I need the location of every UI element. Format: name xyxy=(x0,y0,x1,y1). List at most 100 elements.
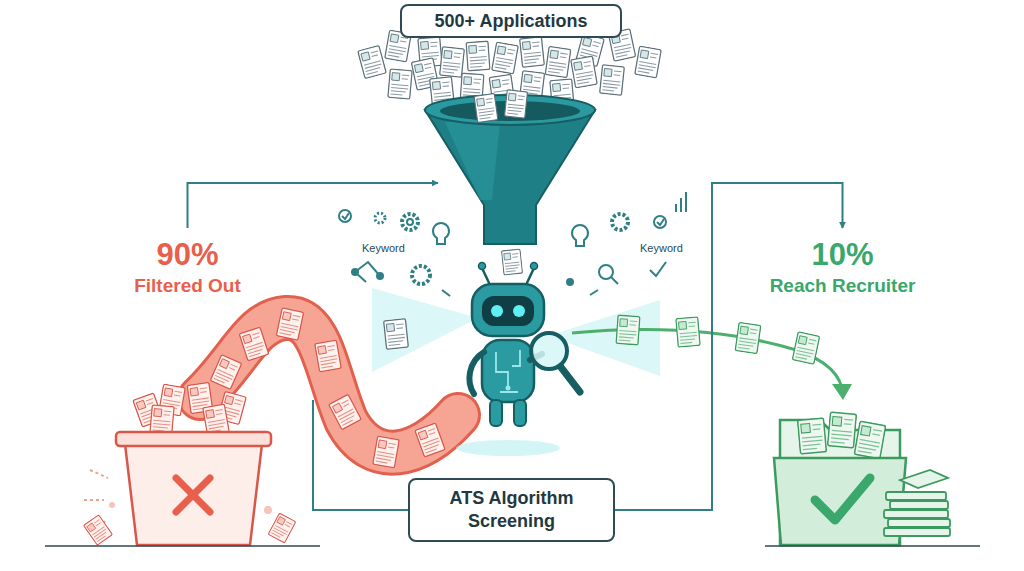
document-icon xyxy=(474,94,498,123)
leader-line xyxy=(313,400,408,510)
process-box: ATS Algorithm Screening xyxy=(408,478,615,542)
scan-beam xyxy=(372,288,478,372)
robot-glow xyxy=(456,440,560,456)
robot-circuit xyxy=(496,350,520,392)
document-icon xyxy=(502,249,523,275)
document-icon xyxy=(440,47,465,77)
gear-icon xyxy=(375,213,385,223)
network-dot xyxy=(352,269,358,275)
robot-leg xyxy=(514,400,526,426)
gear-hub xyxy=(407,219,413,225)
bin-rim xyxy=(116,432,271,446)
rejected-document xyxy=(84,515,113,545)
rejected-document xyxy=(150,405,174,435)
document-icon xyxy=(545,46,571,77)
reject-cross xyxy=(176,478,210,512)
paper-scrap xyxy=(264,506,272,514)
rejected-document xyxy=(268,513,296,543)
keyword-tag: Keyword xyxy=(640,242,683,254)
search-handle xyxy=(611,277,618,284)
stacked-paper xyxy=(890,501,948,509)
loose-paper xyxy=(900,470,948,488)
paper-stack xyxy=(884,470,950,536)
funnel xyxy=(425,90,595,275)
scan-beam xyxy=(548,300,660,376)
outcome-node: 90%Filtered Out xyxy=(110,228,265,548)
paper-scrap xyxy=(109,502,115,508)
document-icon xyxy=(635,46,661,78)
document-icon xyxy=(358,46,386,79)
accept-check xyxy=(815,478,870,520)
rejected-document xyxy=(315,340,341,372)
trash-bin xyxy=(45,382,320,546)
check-mark xyxy=(657,219,664,225)
accepted-arrowhead xyxy=(832,384,852,400)
rejected-document xyxy=(210,355,241,390)
stacked-paper xyxy=(884,510,948,518)
accepted-document xyxy=(735,322,761,353)
ground-line xyxy=(45,545,320,547)
rejected-document xyxy=(276,308,303,340)
document-icon xyxy=(388,69,412,99)
document-icon xyxy=(504,90,527,118)
document-icon xyxy=(492,42,518,74)
robot-leg xyxy=(490,400,502,426)
spark-line xyxy=(442,290,450,296)
document-icon xyxy=(571,56,597,88)
gear-icon xyxy=(612,214,628,230)
stacked-paper xyxy=(888,519,950,527)
accepted-document xyxy=(854,421,885,459)
flow-arrow xyxy=(615,183,843,510)
lightbulb-icon xyxy=(572,225,588,246)
robot-arm xyxy=(469,352,484,394)
percent-heading: 10% xyxy=(755,238,930,272)
accepted-line xyxy=(572,330,842,388)
gear-icon xyxy=(402,214,418,230)
lightbulb-icon xyxy=(433,223,449,244)
check-mark xyxy=(342,213,349,219)
check-icon xyxy=(339,210,351,222)
input-label: 500+ Applications xyxy=(400,4,622,38)
rejected-document xyxy=(239,327,269,361)
rejected-document xyxy=(415,423,445,457)
network-dot xyxy=(567,279,573,285)
ats-robot xyxy=(456,263,580,457)
outcome-label: Filtered Out xyxy=(110,274,265,298)
accepted-document xyxy=(616,315,640,345)
robot-eye xyxy=(491,305,503,317)
magnifier-lens xyxy=(531,333,567,369)
percent-heading: 90% xyxy=(110,238,265,272)
ground-line xyxy=(765,545,980,547)
spark-line xyxy=(590,290,598,295)
accepted-folder xyxy=(765,412,980,546)
document-icon xyxy=(466,41,490,71)
tech-icons xyxy=(339,192,686,296)
chart-icon xyxy=(676,192,686,212)
robot-face xyxy=(482,296,534,326)
robot-body xyxy=(482,340,534,402)
accepted-document xyxy=(798,418,827,454)
flow-arrow xyxy=(188,183,439,228)
accepted-flow xyxy=(572,315,852,400)
box-label: ATS Algorithm Screening xyxy=(432,487,591,533)
outcome-label: Reach Recruiter xyxy=(755,274,930,298)
document-icon xyxy=(384,319,409,349)
accepted-document xyxy=(676,317,700,347)
bin-body xyxy=(125,444,262,545)
antenna-tip xyxy=(531,263,538,270)
funnel-node: 500+ Applications xyxy=(438,2,588,242)
stacked-paper xyxy=(886,492,946,500)
outcome-node: 10%Reach Recruiter xyxy=(755,228,930,548)
accepted-document xyxy=(828,412,857,448)
funnel-shine xyxy=(445,122,500,200)
document-icon xyxy=(520,37,545,67)
keyword-tag: Keyword xyxy=(362,242,405,254)
rejected-document xyxy=(373,436,399,468)
gear-icon xyxy=(412,266,430,284)
antenna-tip xyxy=(479,263,486,270)
check-mark xyxy=(650,262,666,276)
stacked-paper xyxy=(884,528,950,536)
search-icon xyxy=(599,265,613,279)
